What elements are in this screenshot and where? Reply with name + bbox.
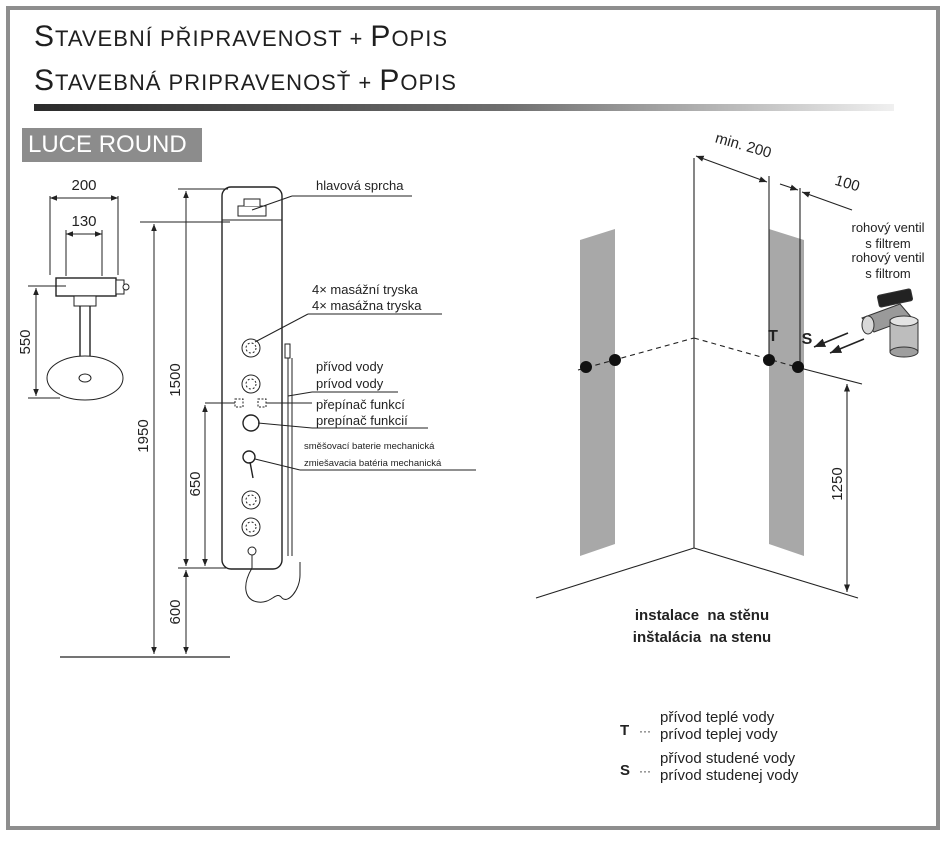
dim-1950: 1950 — [135, 419, 152, 452]
dim-130-top: 130 — [71, 213, 96, 230]
legend-dots-s: ··· — [639, 764, 651, 778]
label-privod-sk: prívod vody — [316, 376, 384, 391]
label-ventil-sk-1: rohový ventil — [852, 250, 925, 265]
dim-min200: min. 200 — [713, 130, 773, 162]
legend-s-line1: přívod studené vody — [660, 750, 796, 767]
legend-dots-t: ··· — [639, 724, 651, 738]
title-underline — [34, 104, 894, 111]
dim-550: 550 — [17, 329, 34, 354]
caption-instalace-sk: inštalácia na stenu — [633, 629, 771, 646]
connection-point-s — [792, 361, 804, 373]
wall-panel-left — [580, 229, 615, 556]
legend-symbol-t: T — [620, 722, 629, 739]
title-sk: Stavebná pripravenosť + Popis — [34, 64, 457, 97]
legend-t-line1: přívod teplé vody — [660, 709, 775, 726]
legend-symbol-s: S — [620, 762, 630, 779]
top-view — [28, 195, 130, 401]
model-label: LUCE ROUND — [22, 128, 202, 162]
label-ventil-sk-2: s filtrom — [865, 266, 911, 281]
marker-s: S — [802, 331, 813, 348]
wall-view — [535, 155, 919, 599]
caption-instalace-cz: instalace na stěnu — [635, 607, 769, 624]
legend-t-line2: prívod teplej vody — [660, 726, 778, 743]
marker-t: T — [768, 328, 778, 345]
label-smesovaci-cz: směšovací baterie mechanická — [304, 441, 435, 452]
label-smesovaci-sk: zmiešavacia batéria mechanická — [304, 458, 442, 469]
label-masazni-cz: 4× masážní tryska — [312, 282, 419, 297]
dim-100: 100 — [833, 172, 862, 195]
dim-600: 600 — [167, 599, 184, 624]
label-hlavova-sprcha: hlavová sprcha — [316, 178, 404, 193]
front-view — [60, 186, 476, 658]
wall-panel-right — [769, 229, 804, 556]
dim-1500: 1500 — [167, 363, 184, 396]
title-cz: Stavební připravenost + Popis — [34, 20, 449, 53]
label-prepinac-cz: přepínač funkcí — [316, 397, 405, 412]
connection-point — [580, 361, 592, 373]
connection-point — [609, 354, 621, 366]
angle-valve-icon — [861, 288, 919, 358]
dim-200-top: 200 — [71, 177, 96, 194]
label-ventil-cz-1: rohový ventil — [852, 220, 925, 235]
label-prepinac-sk: prepínač funkcií — [316, 413, 408, 428]
label-privod-cz: přívod vody — [316, 359, 384, 374]
dim-650: 650 — [187, 471, 204, 496]
outer-frame — [6, 6, 940, 830]
dim-1250: 1250 — [829, 467, 846, 500]
legend: T ··· přívod teplé vody prívod teplej vo… — [620, 709, 799, 784]
connection-point-t — [763, 354, 775, 366]
legend-s-line2: prívod studenej vody — [660, 767, 799, 784]
label-ventil-cz-2: s filtrem — [865, 236, 911, 251]
label-masazni-sk: 4× masážna tryska — [312, 298, 422, 313]
